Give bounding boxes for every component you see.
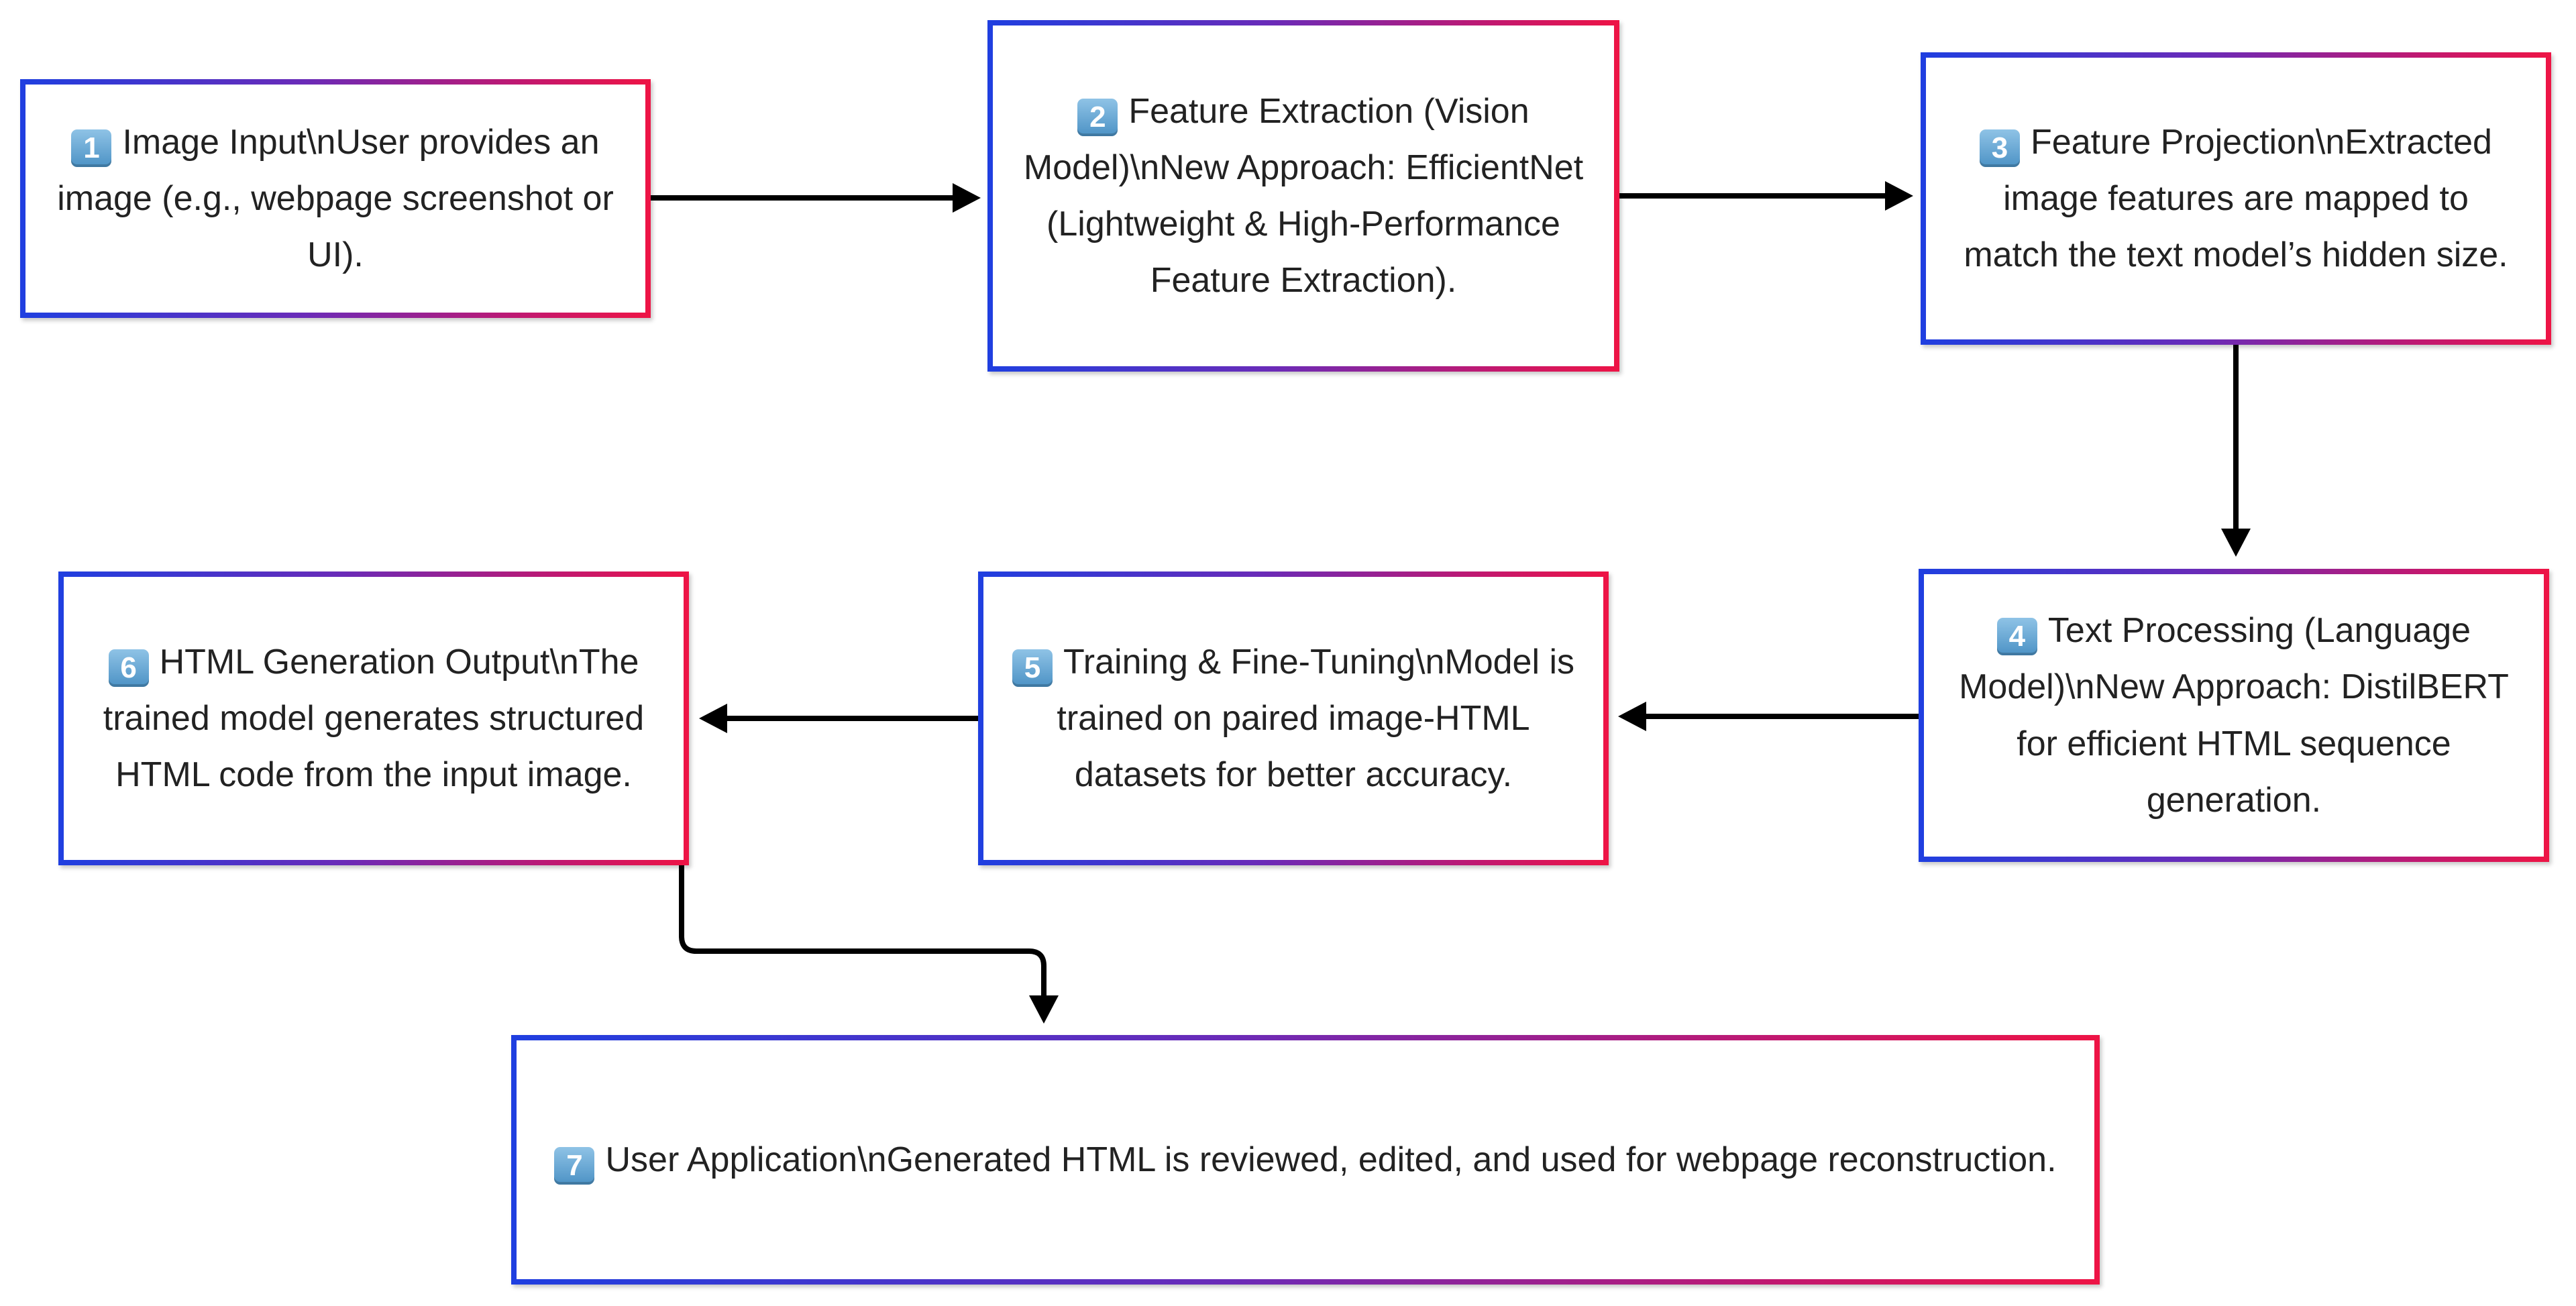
- arrowhead-icon: [953, 183, 981, 213]
- step-1-text: Image Input\nUser provides an image (e.g…: [57, 122, 614, 275]
- number-3-icon: 3: [1980, 129, 2021, 167]
- number-4-icon: 4: [1996, 618, 2037, 656]
- arrowhead-icon: [1885, 181, 1913, 211]
- number-1-icon: 1: [71, 129, 112, 167]
- step-4-text: Text Processing (Language Model)\nNew Ap…: [1959, 611, 2509, 820]
- step-7-user-application: 7 User Application\nGenerated HTML is rev…: [511, 1035, 2100, 1285]
- step-2-text: Feature Extraction (Vision Model)\nNew A…: [1023, 91, 1584, 301]
- step-5-text: Training & Fine-Tuning\nModel is trained…: [1057, 642, 1575, 795]
- number-2-icon: 2: [1077, 98, 1118, 136]
- step-7-text: User Application\nGenerated HTML is revi…: [605, 1140, 2057, 1179]
- step-6-text: HTML Generation Output\nThe trained mode…: [103, 642, 645, 795]
- arrowhead-icon: [1029, 995, 1059, 1024]
- arrowhead-icon: [699, 704, 727, 733]
- step-3-text: Feature Projection\nExtracted image feat…: [1964, 122, 2508, 275]
- step-7-label: 7 User Application\nGenerated HTML is rev…: [554, 1132, 2057, 1188]
- number-6-icon: 6: [108, 649, 149, 687]
- number-7-icon: 7: [554, 1146, 595, 1185]
- arrowhead-icon: [1618, 702, 1646, 731]
- arrowhead-icon: [2221, 529, 2251, 557]
- number-5-icon: 5: [1012, 649, 1053, 687]
- connector-n6-to-n7: [679, 865, 1046, 997]
